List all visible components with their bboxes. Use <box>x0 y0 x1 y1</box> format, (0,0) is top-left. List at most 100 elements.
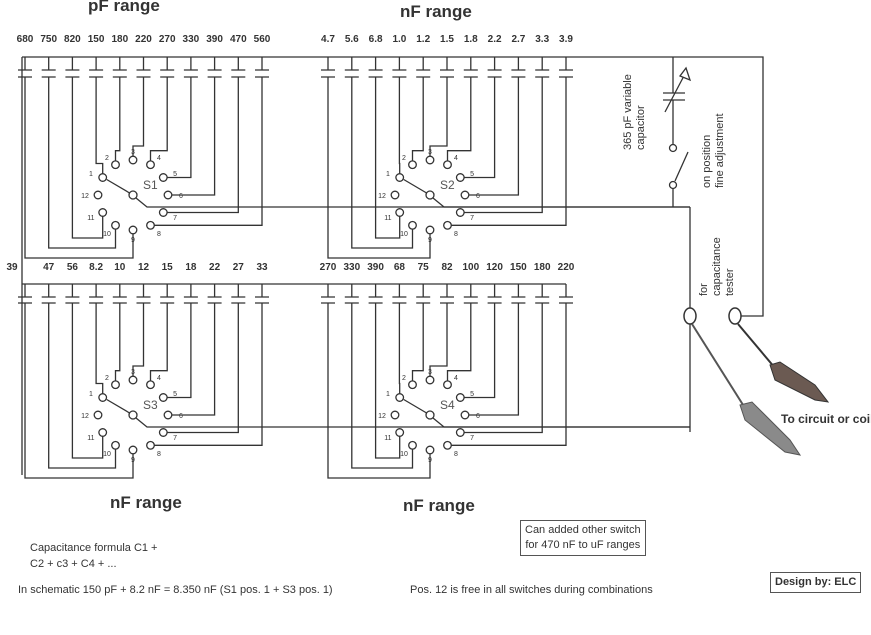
tester-terminal-left-icon <box>683 307 697 325</box>
contact-number-label: 2 <box>402 375 406 382</box>
capacitor-value-label: 15 <box>162 262 174 273</box>
switch-contact-icon <box>158 173 168 182</box>
capacitor-icon <box>344 57 359 78</box>
capacitor-value-label: 220 <box>558 262 575 273</box>
switch-name-label: S2 <box>440 178 455 192</box>
contact-number-label: 12 <box>81 193 89 200</box>
capacitor-value-label: 2.2 <box>488 34 502 45</box>
switch-contact-icon <box>158 393 168 402</box>
capacitor-value-label: 8.2 <box>89 262 103 273</box>
capacitor-icon <box>535 57 550 78</box>
contact-number-label: 4 <box>454 375 458 382</box>
contact-number-label: 7 <box>173 435 177 442</box>
capacitor-icon <box>463 57 478 78</box>
contact-number-label: 2 <box>105 375 109 382</box>
capacitor-icon <box>207 284 222 304</box>
switch-common-icon <box>128 190 138 200</box>
formula-line-1: Capacitance formula C1 + <box>30 542 158 554</box>
capacitor-icon <box>487 57 502 78</box>
capacitor-value-label: 4.7 <box>321 34 335 45</box>
contact-number-label: 11 <box>384 215 391 222</box>
switch-contact-icon <box>455 393 465 402</box>
capacitor-lead-wire <box>95 77 104 174</box>
contact-number-label: 5 <box>173 171 177 178</box>
capacitor-lead-wire <box>149 303 168 381</box>
contact-number-label: 3 <box>131 149 135 156</box>
switch-contact-icon <box>455 208 465 217</box>
fine-adjust-switch-icon <box>668 143 689 190</box>
capacitor-icon <box>255 284 269 304</box>
capacitor-icon <box>511 284 526 304</box>
capacitor-lead-wire <box>167 77 192 179</box>
capacitor-icon <box>89 284 104 304</box>
capacitor-icon <box>183 284 198 304</box>
capacitor-icon <box>41 57 56 78</box>
capacitor-value-label: 270 <box>159 34 176 45</box>
contact-number-label: 9 <box>131 457 135 464</box>
capacitor-icon <box>18 57 32 78</box>
capacitor-icon <box>535 284 550 304</box>
capacitor-value-label: 180 <box>111 34 128 45</box>
capacitor-icon <box>321 284 335 304</box>
capacitor-value-label: 100 <box>462 262 479 273</box>
switch-contact-icon <box>443 160 452 170</box>
capacitor-icon <box>255 57 269 78</box>
capacitor-icon <box>160 57 175 78</box>
capacitor-lead-wire <box>167 303 239 434</box>
switch-contact-icon <box>443 380 452 390</box>
contact-number-label: 12 <box>378 413 386 420</box>
capacitor-value-label: 22 <box>209 262 221 273</box>
capacitor-icon <box>392 284 407 304</box>
switch-name-label: S1 <box>143 178 158 192</box>
contact-number-label: 2 <box>105 155 109 162</box>
contact-number-label: 6 <box>179 413 183 420</box>
capacitor-value-label: 2.7 <box>511 34 525 45</box>
capacitor-value-label: 270 <box>320 262 337 273</box>
switch-name-label: S4 <box>440 398 455 412</box>
pos12-note: Pos. 12 is free in all switches during c… <box>410 584 653 596</box>
example-note: In schematic 150 pF + 8.2 nF = 8.350 nF … <box>18 584 333 596</box>
switch-contact-icon <box>425 445 435 455</box>
switch-contact-icon <box>395 393 405 402</box>
switch-contact-icon <box>395 208 405 217</box>
switch-contact-icon <box>395 428 405 437</box>
switch-contact-icon <box>395 173 405 182</box>
capacitor-icon <box>65 284 80 304</box>
contact-number-label: 10 <box>103 231 111 238</box>
capacitor-value-label: 120 <box>486 262 503 273</box>
capacitor-lead-wire <box>167 303 192 399</box>
capacitor-icon <box>89 57 104 78</box>
switch-common-icon <box>425 410 435 420</box>
capacitor-icon <box>368 57 383 78</box>
contact-number-label: 11 <box>87 435 94 442</box>
capacitor-lead-wire <box>327 77 431 259</box>
contact-number-label: 3 <box>131 369 135 376</box>
title-nf-range-bottom-left: nF range <box>110 493 182 512</box>
capacitor-icon <box>112 284 127 304</box>
capacitor-value-label: 1.0 <box>392 34 406 45</box>
switch-contact-icon <box>93 410 103 420</box>
switch-contact-icon <box>146 440 155 450</box>
block-wires <box>321 57 573 259</box>
contact-number-label: 7 <box>173 215 177 222</box>
capacitor-value-label: 220 <box>135 34 152 45</box>
switch-contact-icon <box>460 410 470 420</box>
switch-contact-icon <box>408 380 417 390</box>
contact-number-label: 8 <box>157 231 161 238</box>
switch-common-icon <box>128 410 138 420</box>
switch-contact-icon <box>443 220 452 230</box>
capacitor-value-label: 39 <box>6 262 18 273</box>
switch-contact-icon <box>98 208 108 217</box>
title-nf-range-top: nF range <box>400 2 472 21</box>
capacitor-lead-wire <box>154 303 263 446</box>
contact-number-label: 6 <box>179 193 183 200</box>
capacitor-icon <box>416 57 431 78</box>
capacitor-icon <box>136 284 151 304</box>
capacitor-value-label: 820 <box>64 34 81 45</box>
capacitor-value-label: 390 <box>206 34 223 45</box>
capacitor-lead-wire <box>411 303 424 381</box>
capacitor-icon <box>183 57 198 78</box>
